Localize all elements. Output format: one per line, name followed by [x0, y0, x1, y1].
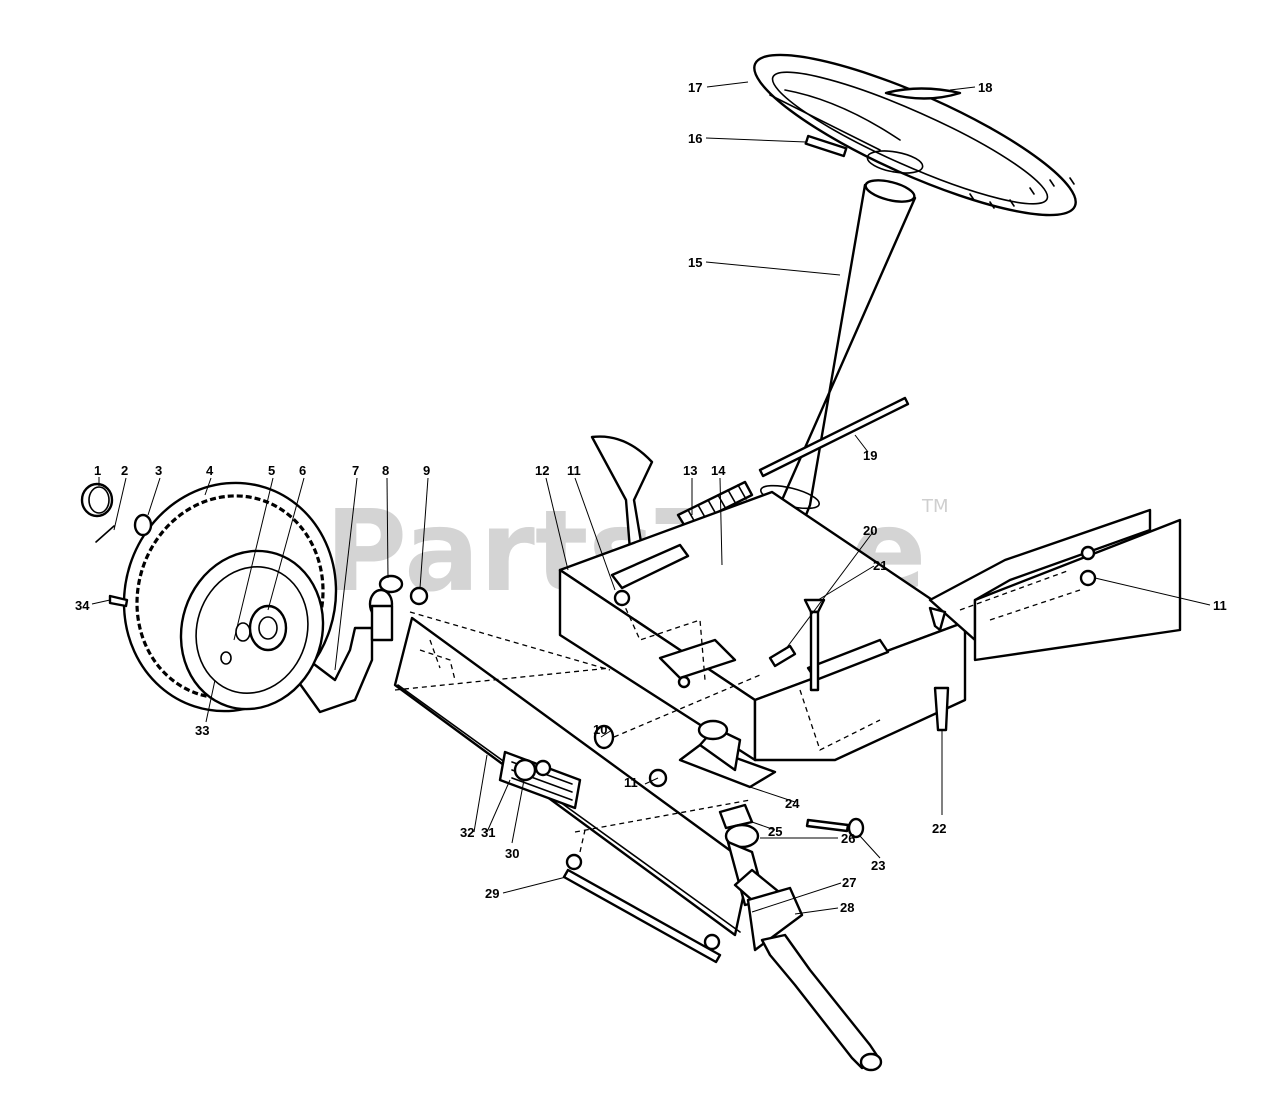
- valve-stem: [108, 594, 129, 608]
- leader-lines: [91, 81, 1211, 915]
- frame-rail: [928, 508, 1182, 662]
- washer: [133, 513, 153, 537]
- callout-13: 13: [683, 463, 697, 478]
- ring-8: [378, 574, 404, 594]
- callout-12: 12: [535, 463, 549, 478]
- callout-22: 22: [932, 821, 946, 836]
- callout-20: 20: [863, 523, 877, 538]
- callout-17: 17: [688, 80, 702, 95]
- callout-4: 4: [206, 463, 214, 478]
- callout-1: 1: [94, 463, 101, 478]
- callout-8: 8: [382, 463, 389, 478]
- bolt-22: [933, 686, 950, 732]
- wheel-tire: [122, 481, 338, 713]
- callout-28: 28: [840, 900, 854, 915]
- callout-14: 14: [711, 463, 726, 478]
- callout-2: 2: [121, 463, 128, 478]
- nut-11-a: [613, 589, 631, 607]
- callout-27: 27: [842, 875, 856, 890]
- callout-30: 30: [505, 846, 519, 861]
- callout-18: 18: [978, 80, 992, 95]
- callout-11-a: 11: [567, 463, 581, 478]
- watermark-trademark: TM: [921, 496, 949, 517]
- callout-21: 21: [873, 558, 887, 573]
- callout-24: 24: [785, 796, 800, 811]
- cotter-pin: [95, 525, 115, 543]
- callout-11-b: 11: [624, 775, 638, 790]
- tie-rod: [562, 853, 722, 964]
- callout-26: 26: [841, 831, 855, 846]
- hub-cap: [80, 482, 114, 518]
- steering-support: [558, 435, 967, 762]
- left-spindle: [288, 588, 394, 714]
- callouts: 1 2 3 4 5 6 7 8 9 10 11 11 11 12 13 14 1…: [75, 80, 1227, 915]
- callout-5: 5: [268, 463, 275, 478]
- drag-link: [758, 396, 910, 478]
- callout-29: 29: [485, 886, 499, 901]
- spindle: [724, 823, 883, 1072]
- bolt-20: [768, 644, 797, 668]
- hub-cap-edge: [88, 486, 110, 514]
- nut-small: [677, 675, 691, 689]
- callout-10: 10: [593, 722, 607, 737]
- bushing: [593, 724, 615, 750]
- callout-33: 33: [195, 723, 209, 738]
- callout-16: 16: [688, 131, 702, 146]
- callout-9: 9: [423, 463, 430, 478]
- steering-key: [804, 134, 848, 158]
- nut-9: [409, 586, 429, 606]
- steering-wheel: [753, 53, 1077, 217]
- wheel-cap: [884, 87, 962, 100]
- callout-11-c: 11: [1213, 598, 1227, 613]
- callout-7: 7: [352, 463, 359, 478]
- alignment-lines: [394, 611, 761, 853]
- callout-34: 34: [75, 598, 90, 613]
- callout-32: 32: [460, 825, 474, 840]
- callout-15: 15: [688, 255, 702, 270]
- callout-3: 3: [155, 463, 162, 478]
- wing-bolt: [928, 606, 947, 632]
- bolt-23: [805, 817, 865, 839]
- callout-6: 6: [299, 463, 306, 478]
- callout-25: 25: [768, 824, 782, 839]
- callout-31: 31: [481, 825, 495, 840]
- long-bolt: [803, 598, 826, 692]
- pivot-bracket: [678, 719, 777, 789]
- callout-23: 23: [871, 858, 885, 873]
- callout-19: 19: [863, 448, 877, 463]
- axle-decal: [498, 750, 582, 810]
